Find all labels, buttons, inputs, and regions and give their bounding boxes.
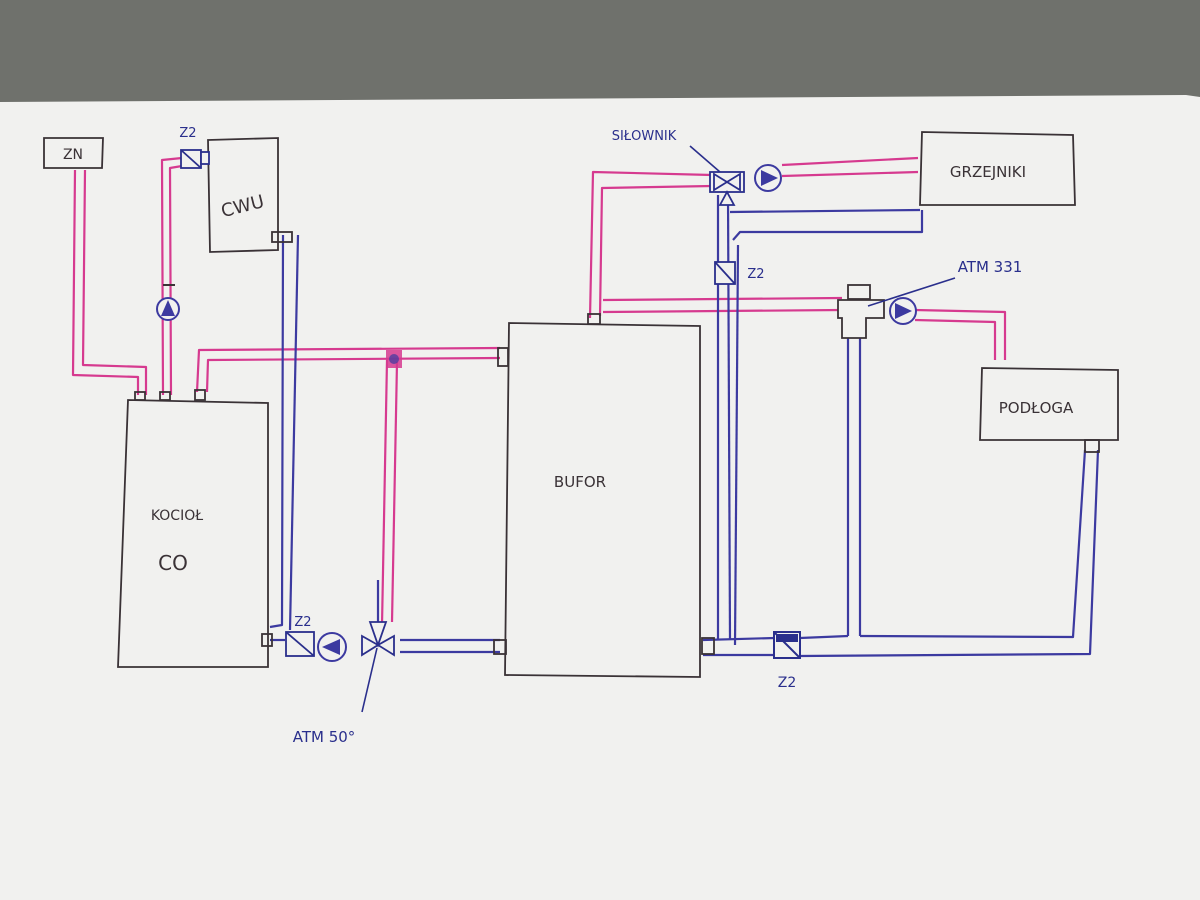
check-valve-icon <box>773 631 801 659</box>
buffer-label: BUFOR <box>554 473 606 491</box>
zn-box <box>43 137 104 169</box>
atm331-label: ATM 331 <box>958 258 1023 276</box>
atm-boiler-label: ATM 50° <box>293 728 356 746</box>
check-valve-icon <box>180 149 210 169</box>
radiators-label: GRZEJNIKI <box>950 163 1026 181</box>
radiators <box>919 131 1076 206</box>
hot-pipes <box>71 156 1007 626</box>
check-valve-icon <box>714 261 736 285</box>
z2-boiler-label: Z2 <box>294 615 311 630</box>
cwu-tank <box>207 137 279 253</box>
actuator-label: SIŁOWNIK <box>612 129 677 144</box>
boiler-label-line2: CO <box>158 551 188 575</box>
z2-cwu-label: Z2 <box>179 126 196 141</box>
pump-icon <box>317 632 347 662</box>
units <box>43 131 1119 678</box>
pump-icon <box>754 164 782 192</box>
three-way-valve-icon <box>709 171 745 206</box>
mixing-valve-icon <box>837 284 885 339</box>
underfloor-label: PODŁOGA <box>999 399 1074 417</box>
buffer-tank <box>504 322 701 678</box>
leader-lines <box>361 145 956 713</box>
zn-label: ZN <box>63 147 83 163</box>
check-valve-icon <box>285 631 315 657</box>
mixing-junction-icon <box>386 350 402 368</box>
pump-icon <box>156 284 180 321</box>
boiler-label-line1: KOCIOŁ <box>151 508 203 524</box>
boiler <box>117 399 269 668</box>
underfloor <box>979 367 1119 441</box>
pump-icon <box>889 297 917 325</box>
three-way-valve-icon <box>361 621 395 657</box>
z2-radiators-label: Z2 <box>747 267 764 282</box>
z2-return-label: Z2 <box>778 675 797 691</box>
